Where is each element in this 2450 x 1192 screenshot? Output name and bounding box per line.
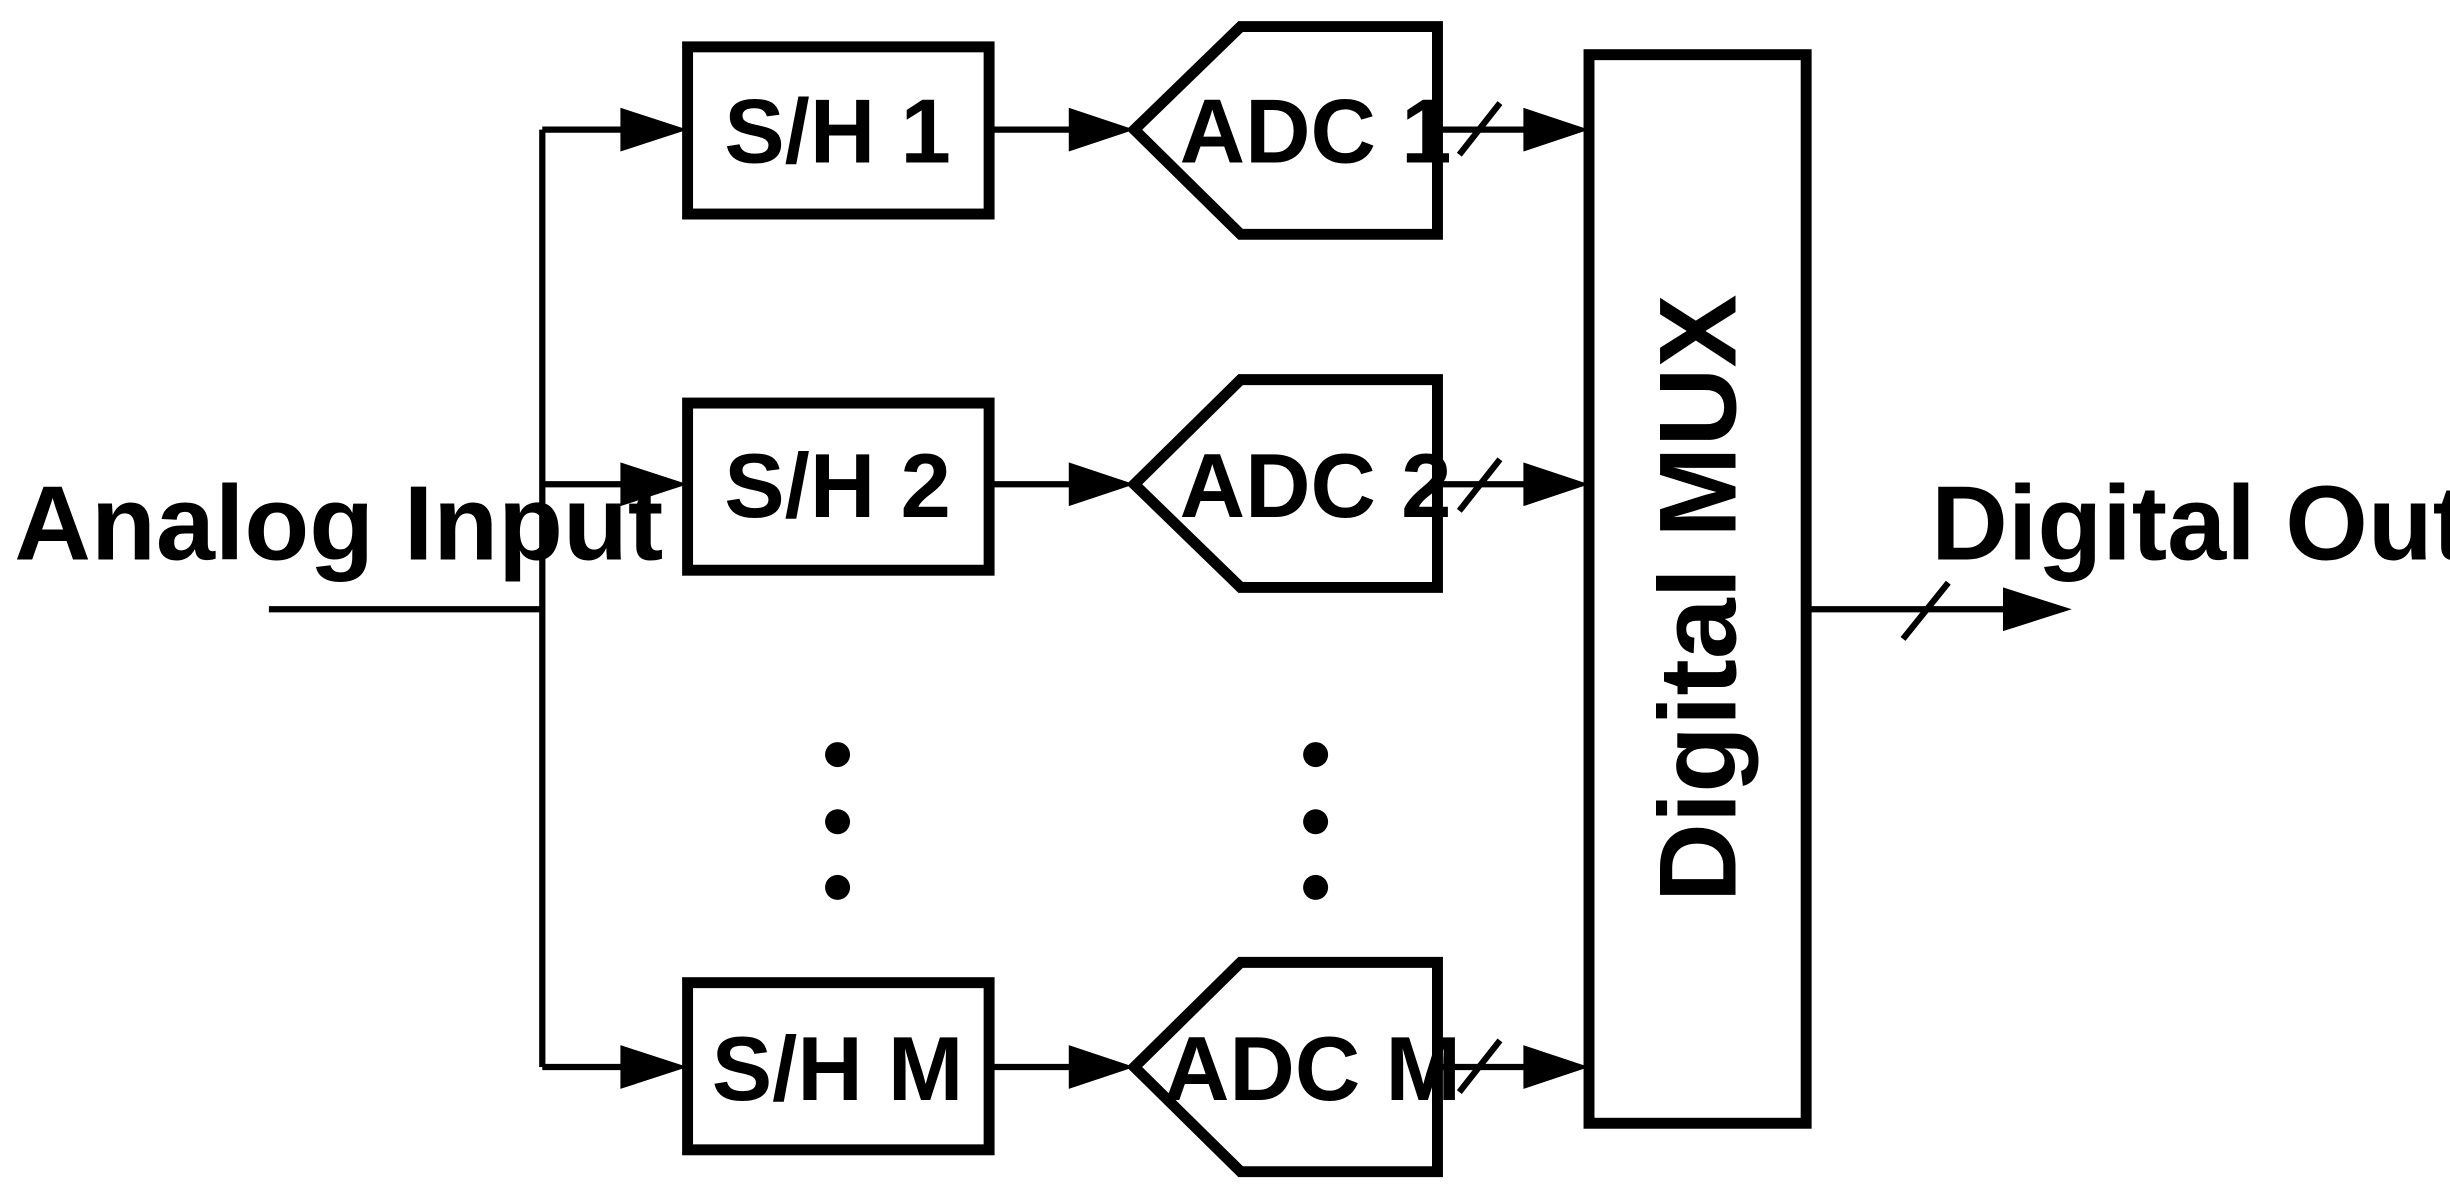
output-bus-slash — [1900, 580, 1951, 641]
adc-to-mux-arrowheads — [1523, 107, 1590, 1089]
ellipsis-dot — [825, 874, 851, 900]
sample-hold-blocks — [682, 41, 995, 1156]
sh-to-adc-lines — [989, 126, 1079, 1071]
adc-blocks — [1126, 21, 1443, 1178]
arrowhead-adc1-in — [1068, 107, 1135, 152]
sh-to-adc-arrowheads — [1068, 107, 1135, 1089]
sample-hold-block-1 — [682, 41, 995, 220]
bus-slash-m — [1456, 1038, 1503, 1094]
arrowhead-sh1-in — [620, 107, 688, 152]
ellipsis-dot — [1303, 809, 1329, 835]
ellipsis-dot — [825, 809, 851, 835]
arrowhead-sh2-in — [620, 462, 688, 507]
arrowhead-adc2-in — [1068, 462, 1135, 507]
adc-to-mux-lines — [1437, 101, 1532, 1094]
adc-label-2: ADC 2 — [1180, 436, 1452, 537]
arrowhead-mux-in-2 — [1523, 462, 1590, 507]
sample-hold-label-m: S/H M — [712, 1019, 964, 1120]
analog-input-label: Analog Input — [14, 463, 663, 582]
arrowhead-adcm-in — [1068, 1045, 1135, 1089]
sample-hold-label-2: S/H 2 — [724, 436, 951, 537]
bus-arrowheads — [620, 107, 688, 1089]
arrowhead-mux-in-1 — [1523, 107, 1590, 152]
ellipsis-dot — [825, 742, 851, 768]
arrowhead-mux-in-m — [1523, 1045, 1590, 1089]
bus-slash-1 — [1456, 101, 1503, 157]
digital-output-label: Digital Output — [1931, 463, 2450, 582]
digital-mux-block — [1583, 49, 1812, 1129]
output-arrowhead — [2003, 587, 2072, 632]
input-bus — [268, 126, 633, 1071]
output-line-group — [1806, 580, 2016, 641]
arrowhead-shm-in — [620, 1045, 688, 1089]
adc-label-1: ADC 1 — [1180, 81, 1452, 182]
ellipsis-dots-adc — [1303, 742, 1329, 900]
digital-mux-label: Digital MUX — [1637, 295, 1759, 902]
adc-label-m: ADC M — [1164, 1019, 1461, 1120]
sample-hold-label-1: S/H 1 — [724, 81, 951, 182]
bus-slash-2 — [1456, 457, 1503, 513]
ellipsis-dot — [1303, 742, 1329, 768]
ellipsis-dot — [1303, 874, 1329, 900]
ellipsis-dots-sh — [825, 742, 851, 900]
